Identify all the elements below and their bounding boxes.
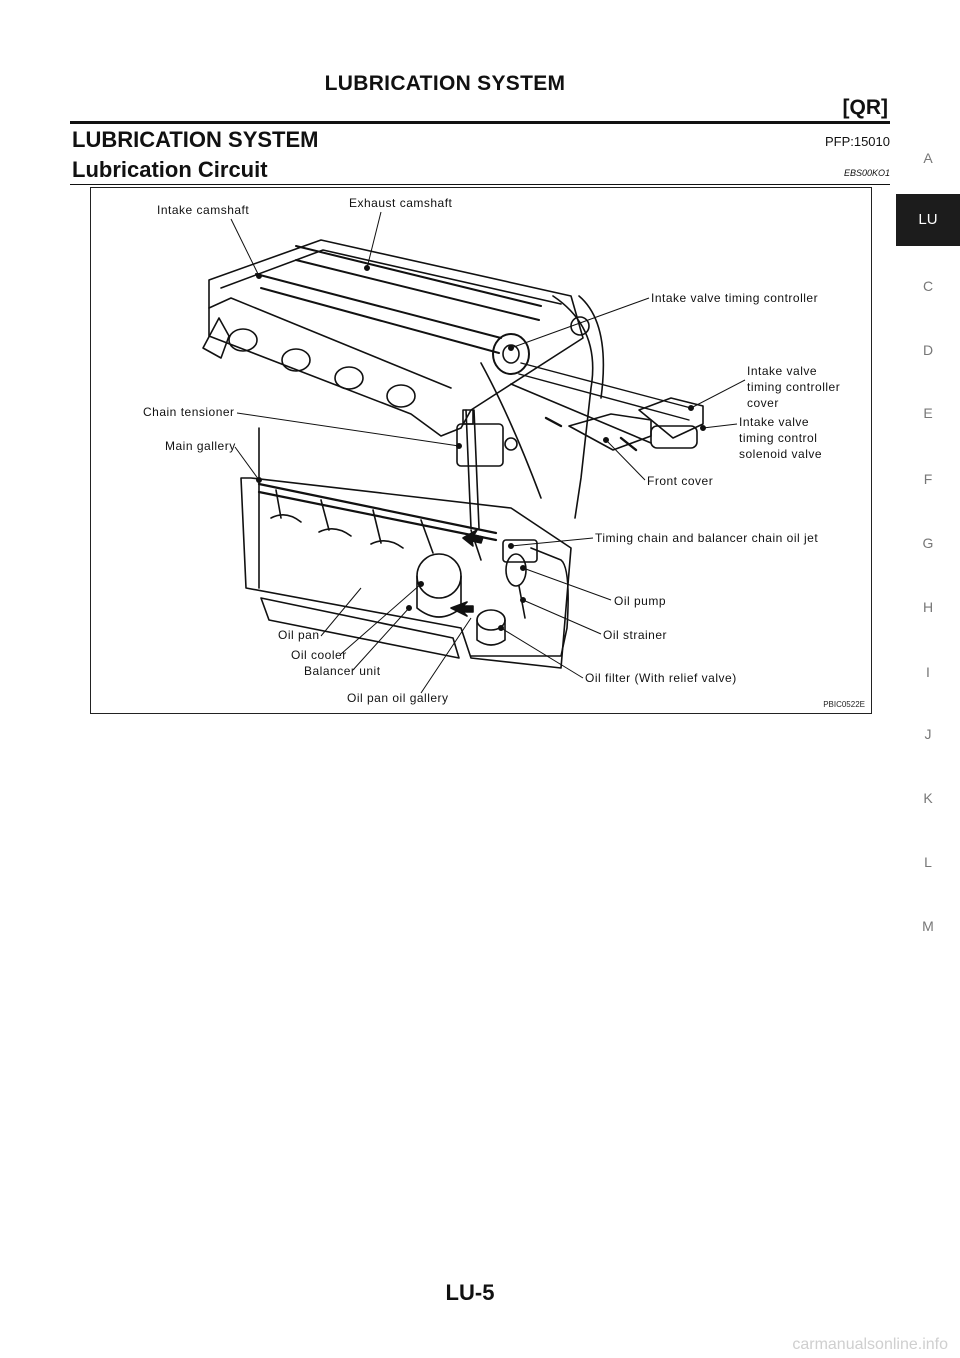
tab-i[interactable]: I [926, 664, 930, 680]
subsection-rule [70, 184, 890, 185]
tab-d[interactable]: D [922, 342, 934, 358]
label-balancer-unit: Balancer unit [304, 664, 381, 678]
tab-c[interactable]: C [922, 278, 934, 294]
tab-l[interactable]: L [924, 854, 932, 870]
tab-k[interactable]: K [923, 790, 933, 806]
label-oil-pan: Oil pan [278, 628, 320, 642]
label-oil-strainer: Oil strainer [603, 628, 668, 642]
tab-lu[interactable]: LU [896, 194, 960, 246]
label-ivt-controller: Intake valve timing controller [651, 291, 819, 305]
watermark: carmanualsonline.info [792, 1336, 948, 1353]
running-title: LUBRICATION SYSTEM [324, 72, 566, 95]
lubrication-circuit-figure: Intake camshaft Exhaust camshaft Intake … [90, 187, 872, 714]
engine-illustration [202, 239, 704, 669]
label-oil-cooler: Oil cooler [291, 648, 347, 662]
label-ivt-cover-line3: cover [747, 396, 779, 410]
subsection-title: Lubrication Circuit [72, 157, 268, 182]
pfp-code: PFP:15010 [824, 134, 890, 149]
label-oil-pan-gallery: Oil pan oil gallery [347, 691, 449, 705]
label-chain-tensioner: Chain tensioner [143, 405, 235, 419]
tab-f[interactable]: F [923, 471, 933, 487]
engine-variant: [QR] [842, 96, 889, 119]
label-oil-pump: Oil pump [614, 594, 667, 608]
page-number: LU-5 [445, 1280, 495, 1305]
label-ivt-cover-line1: Intake valve [747, 364, 818, 378]
leader-lines [230, 211, 746, 694]
tab-j[interactable]: J [924, 726, 932, 742]
label-ivt-cover-line2: timing controller [747, 380, 841, 394]
figure-code: PBIC0522E [823, 700, 865, 709]
reference-code: EBS00KO1 [843, 168, 890, 178]
tab-a[interactable]: A [923, 150, 933, 166]
label-timing-chain-jet: Timing chain and balancer chain oil jet [595, 531, 819, 545]
label-oil-filter: Oil filter (With relief valve) [585, 671, 737, 685]
section-title: LUBRICATION SYSTEM [72, 127, 319, 152]
label-ivt-solenoid-line3: solenoid valve [739, 447, 823, 461]
tab-m[interactable]: M [922, 918, 934, 934]
label-ivt-solenoid-line2: timing control [739, 431, 818, 445]
label-intake-camshaft: Intake camshaft [157, 203, 250, 217]
tab-e[interactable]: E [923, 405, 933, 421]
label-ivt-solenoid-line1: Intake valve [739, 415, 810, 429]
tab-h[interactable]: H [922, 599, 934, 615]
label-exhaust-camshaft: Exhaust camshaft [349, 196, 453, 210]
tab-g[interactable]: G [922, 535, 934, 551]
header-rule [70, 121, 890, 124]
label-main-gallery: Main gallery [165, 439, 236, 453]
label-front-cover: Front cover [647, 474, 714, 488]
